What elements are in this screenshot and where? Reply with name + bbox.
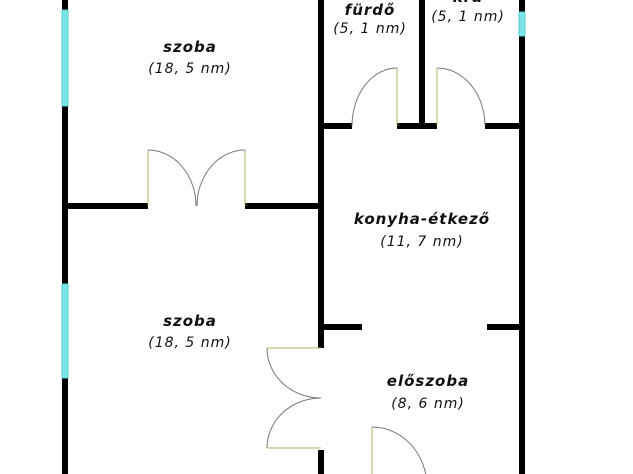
room-name: kra — [431, 0, 505, 6]
room-name: szoba — [163, 38, 217, 56]
central-wall-upper — [318, 0, 324, 348]
door-szoba-double — [147, 149, 246, 207]
room-label-konyha: konyha-étkező (11, 7 nm) — [354, 210, 490, 250]
right-outer-wall — [519, 0, 525, 474]
door-eloszoba — [371, 426, 427, 474]
room-area: (5, 1 nm) — [333, 21, 407, 37]
kitchen-wall-a — [318, 324, 362, 330]
left-outer-wall — [62, 0, 68, 474]
room-name: fürdő — [344, 1, 396, 19]
central-wall-lower — [318, 450, 324, 474]
room-label-kra: kra (5, 1 nm) — [431, 0, 505, 25]
room-label-szoba-lower: szoba (18, 5 nm) — [148, 312, 232, 351]
room-name: szoba — [163, 312, 217, 330]
room-label-eloszoba: előszoba (8, 6 nm) — [387, 372, 469, 412]
room-area: (5, 1 nm) — [431, 9, 505, 25]
window-right — [518, 11, 526, 37]
room-area: (18, 5 nm) — [148, 61, 232, 77]
door-kra — [436, 67, 486, 127]
room-area: (18, 5 nm) — [148, 335, 232, 351]
bath-wall-c — [485, 123, 525, 129]
kitchen-wall-b — [487, 324, 525, 330]
door-lower-double — [266, 347, 322, 449]
room-area: (8, 6 nm) — [391, 396, 465, 412]
window-lower-left — [61, 283, 69, 379]
bathroom-divider-wall — [419, 0, 425, 128]
door-furdo — [351, 67, 398, 127]
room-divider-wall-right — [245, 203, 324, 209]
room-divider-wall-left — [62, 203, 148, 209]
bath-wall-b — [397, 123, 437, 129]
doors — [147, 67, 486, 474]
room-area: (11, 7 nm) — [380, 234, 464, 250]
room-label-furdo: fürdő (5, 1 nm) — [333, 1, 407, 37]
window-upper-left — [61, 9, 69, 107]
room-name: konyha-étkező — [353, 210, 491, 228]
room-name: előszoba — [386, 372, 470, 390]
windows — [61, 9, 526, 379]
room-label-szoba-upper: szoba (18, 5 nm) — [148, 38, 232, 77]
walls — [62, 0, 525, 474]
bath-wall-a — [318, 123, 352, 129]
